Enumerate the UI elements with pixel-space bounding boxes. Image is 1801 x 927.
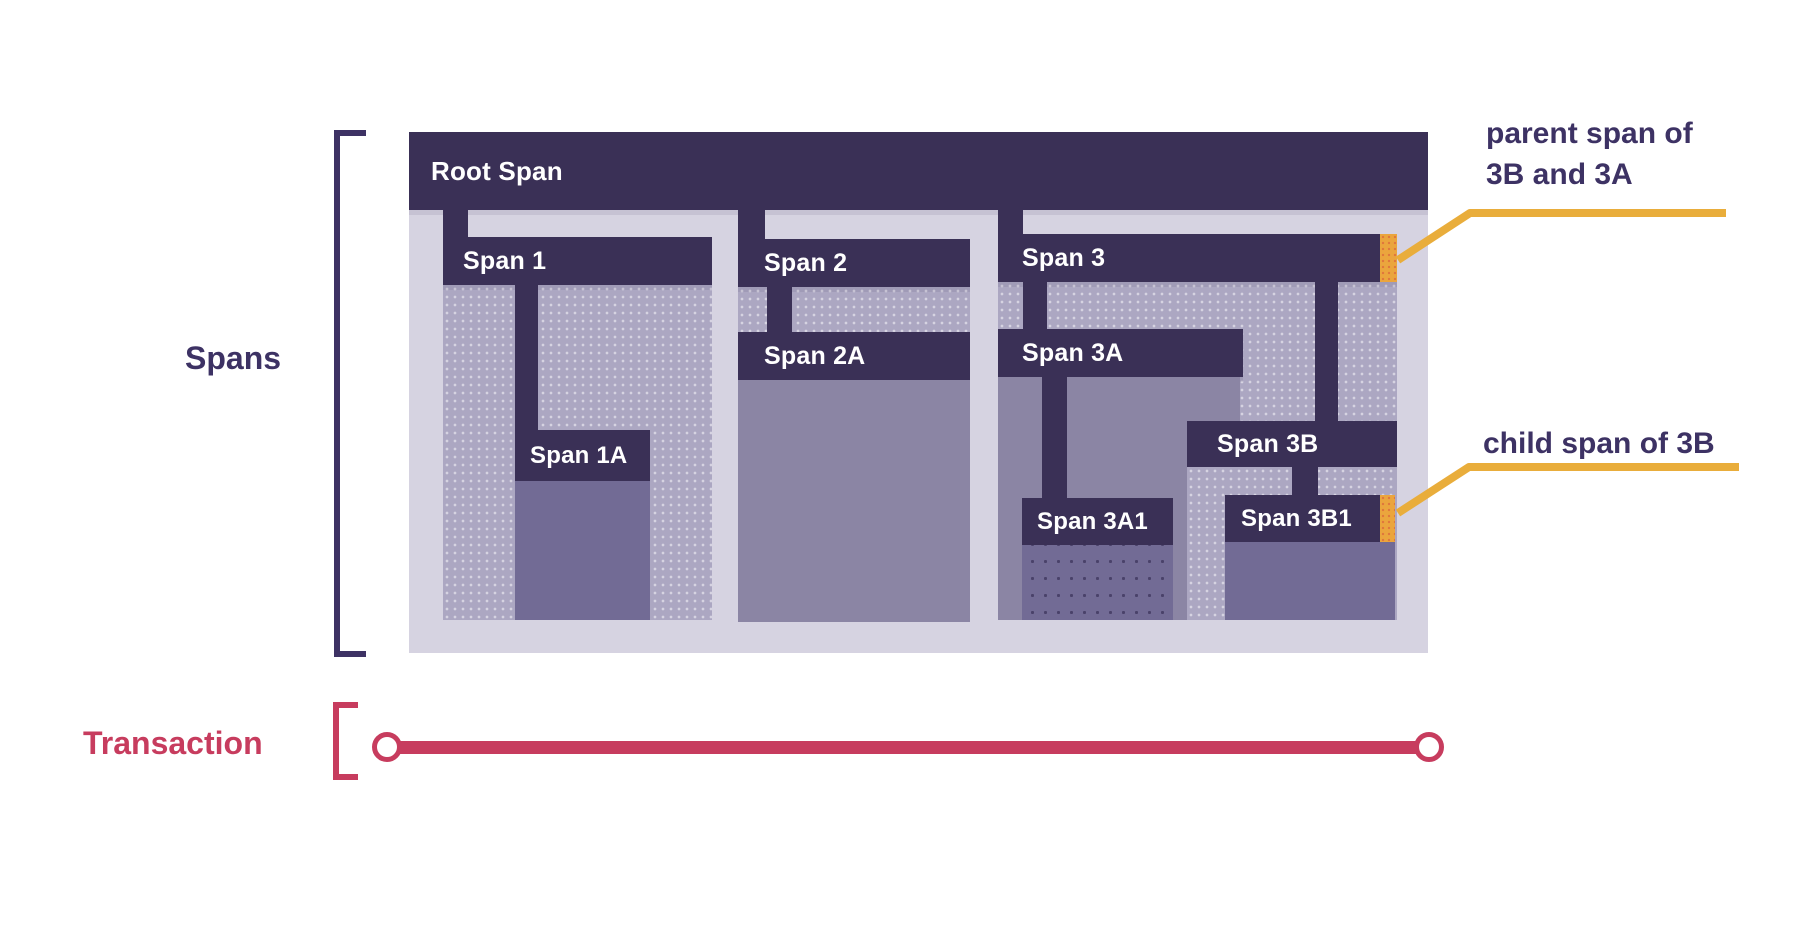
- span-1a-bar: Span 1A: [515, 430, 650, 481]
- span-3b1-content: [1225, 542, 1395, 620]
- span-3a-bar: Span 3A: [998, 329, 1243, 377]
- span-3-highlight-marker: [1380, 234, 1397, 282]
- span-2-bar: Span 2: [738, 239, 970, 287]
- span-2a-content: [738, 380, 970, 622]
- child-connector-line: [1395, 463, 1739, 517]
- span2-to-span2a-stem: [767, 287, 792, 334]
- root-to-span3-stem: [998, 208, 1023, 236]
- span-2a-label: Span 2A: [764, 341, 866, 370]
- span-3a-label: Span 3A: [1022, 338, 1124, 367]
- spans-side-label: Spans: [185, 340, 282, 376]
- span-1a-label: Span 1A: [530, 441, 628, 469]
- span-3b-bar: Span 3B: [1187, 421, 1397, 467]
- span1-to-span1a-stem: [515, 285, 538, 432]
- span-1a-content: [515, 481, 650, 620]
- span-3-label: Span 3: [1022, 243, 1106, 272]
- span-3b1-label: Span 3B1: [1241, 504, 1352, 532]
- span3a-to-span3a1-stem: [1042, 377, 1067, 499]
- span-3b1-highlight-marker: [1380, 495, 1395, 542]
- transaction-timeline: [392, 741, 1422, 754]
- root-to-span2-stem: [738, 208, 765, 242]
- span-3b1-bar: Span 3B1: [1225, 495, 1395, 542]
- span-1-label: Span 1: [463, 246, 547, 275]
- span-3-bar: Span 3: [998, 234, 1397, 282]
- span-3b-label: Span 3B: [1217, 429, 1319, 458]
- root-span-label: Root Span: [431, 155, 563, 186]
- timeline-start-circle: [372, 732, 402, 762]
- span-3a1-content: [1022, 545, 1173, 620]
- span3-to-span3a-stem: [1023, 282, 1047, 330]
- spans-bracket: [334, 130, 366, 657]
- parent-annotation-label: parent span of 3B and 3A: [1486, 117, 1693, 191]
- span-2-label: Span 2: [764, 248, 848, 277]
- span-2a-bar: Span 2A: [738, 332, 970, 380]
- parent-connector-line: [1395, 209, 1726, 264]
- span3-to-span3b-stem: [1315, 282, 1338, 422]
- child-annotation-label: child span of 3B: [1483, 427, 1715, 460]
- span-3a1-bar: Span 3A1: [1022, 498, 1173, 545]
- root-span-bar: Root Span: [409, 132, 1428, 210]
- transaction-side-label: Transaction: [83, 725, 263, 761]
- span3b-to-span3b1-stem: [1292, 467, 1318, 497]
- span-3a1-label: Span 3A1: [1037, 507, 1148, 535]
- timeline-end-circle: [1414, 732, 1444, 762]
- span-1-bar: Span 1: [443, 237, 712, 285]
- root-to-span1-stem: [443, 208, 468, 240]
- transaction-bracket: [333, 702, 358, 780]
